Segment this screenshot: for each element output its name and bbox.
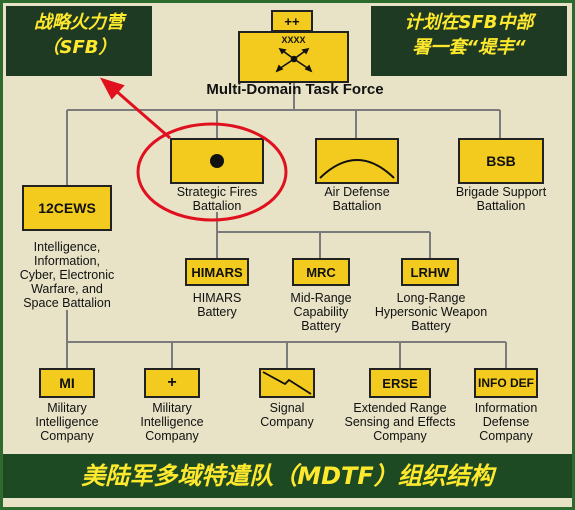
lrhw-line2: Hypersonic Weapon	[374, 305, 488, 319]
mdtf-arrows-icon	[275, 47, 312, 73]
mi2-line1: Military	[152, 401, 192, 415]
sfb-label-line2: Battalion	[192, 199, 242, 213]
erse-line1: Extended Range	[353, 401, 447, 415]
cews-line3: Cyber, Electronic	[19, 268, 115, 282]
mrc-line1: Mid-Range	[290, 291, 352, 305]
info-def-code: INFO DEF	[478, 376, 534, 390]
info-def-line1: Information	[474, 401, 538, 415]
bsb-code: BSB	[486, 153, 516, 169]
mi2-symbol: +	[144, 368, 200, 398]
mi-label: Military Intelligence Company	[18, 401, 116, 443]
erse-symbol: ERSE	[369, 368, 431, 398]
mrc-symbol: MRC	[292, 258, 350, 286]
cews-code: 12CEWS	[38, 200, 96, 216]
signal-line1: Signal	[269, 401, 305, 415]
mdtf-echelon: ++	[284, 13, 300, 29]
callout-typhon: 计划在SFB中部 署一套“堤丰“	[371, 6, 567, 76]
erse-line2: Sensing and Effects	[344, 415, 456, 429]
mi2-code: +	[167, 374, 177, 391]
mi2-line2: Intelligence	[140, 415, 204, 429]
air-defense-dome-icon	[319, 159, 395, 179]
mdtf-size: XXXX	[281, 35, 306, 45]
callout-typhon-line2: 署一套“堤丰“	[412, 37, 526, 58]
lrhw-symbol: LRHW	[401, 258, 459, 286]
mrc-code: MRC	[306, 264, 336, 280]
lrhw-label: Long-Range Hypersonic Weapon Battery	[364, 291, 498, 333]
erse-code: ERSE	[382, 375, 418, 391]
erse-line3: Company	[373, 429, 427, 443]
signal-label: Signal Company	[242, 401, 332, 429]
lrhw-line3: Battery	[411, 319, 451, 333]
callout-sfb-line2: （SFB）	[41, 37, 117, 58]
himars-line1: HIMARS	[192, 291, 242, 305]
cews-line4: Warfare, and	[31, 282, 103, 296]
cews-line5: Space Battalion	[23, 296, 111, 310]
info-def-line2: Defense	[482, 415, 530, 429]
signal-line2: Company	[260, 415, 314, 429]
mrc-label: Mid-Range Capability Battery	[270, 291, 372, 333]
sfb-label: Strategic Fires Battalion	[145, 185, 289, 213]
bsb-line1: Brigade Support	[455, 185, 547, 199]
mi2-label: Military Intelligence Company	[123, 401, 221, 443]
mi-line3: Company	[40, 429, 94, 443]
air-defense-symbol	[315, 138, 399, 184]
himars-symbol: HIMARS	[185, 258, 249, 286]
air-defense-line1: Air Defense	[324, 185, 390, 199]
cews-line1: Intelligence,	[33, 240, 101, 254]
info-def-symbol: INFO DEF	[474, 368, 538, 398]
diagram-title-banner: 美陆军多域特遣队（MDTF）组织结构	[3, 454, 572, 498]
air-defense-label: Air Defense Battalion	[300, 185, 414, 213]
lrhw-line1: Long-Range	[396, 291, 466, 305]
himars-label: HIMARS Battery	[167, 291, 267, 319]
himars-line2: Battery	[197, 305, 237, 319]
callout-sfb: 战略火力营 （SFB）	[6, 6, 152, 76]
erse-label: Extended Range Sensing and Effects Compa…	[328, 401, 472, 443]
mi-line1: Military	[47, 401, 87, 415]
bsb-line2: Battalion	[476, 199, 526, 213]
sfb-label-line1: Strategic Fires	[176, 185, 258, 199]
info-def-label: Information Defense Company	[458, 401, 554, 443]
mi-symbol: MI	[39, 368, 95, 398]
callout-typhon-line1: 计划在SFB中部	[404, 12, 534, 33]
mi2-line3: Company	[145, 429, 199, 443]
signal-lightning-icon	[262, 371, 312, 395]
cews-line2: Information,	[33, 254, 100, 268]
cews-label: Intelligence, Information, Cyber, Electr…	[2, 240, 132, 310]
mdtf-symbol: XXXX	[238, 31, 349, 83]
bsb-symbol: BSB	[458, 138, 544, 184]
info-def-line3: Company	[479, 429, 533, 443]
bsb-label: Brigade Support Battalion	[437, 185, 565, 213]
mi-line2: Intelligence	[35, 415, 99, 429]
mrc-line2: Capability	[293, 305, 349, 319]
air-defense-line2: Battalion	[332, 199, 382, 213]
lrhw-code: LRHW	[410, 264, 450, 280]
himars-code: HIMARS	[191, 264, 243, 280]
mdtf-label: Multi-Domain Task Force	[206, 81, 384, 98]
mi-code: MI	[59, 375, 75, 391]
callout-sfb-line1: 战略火力营	[34, 12, 124, 33]
signal-symbol	[259, 368, 315, 398]
cews-symbol: 12CEWS	[22, 185, 112, 231]
sfb-dot-icon	[210, 154, 224, 168]
diagram-title: 美陆军多域特遣队（MDTF）组织结构	[81, 462, 494, 490]
sfb-symbol	[170, 138, 264, 184]
mrc-line3: Battery	[301, 319, 341, 333]
